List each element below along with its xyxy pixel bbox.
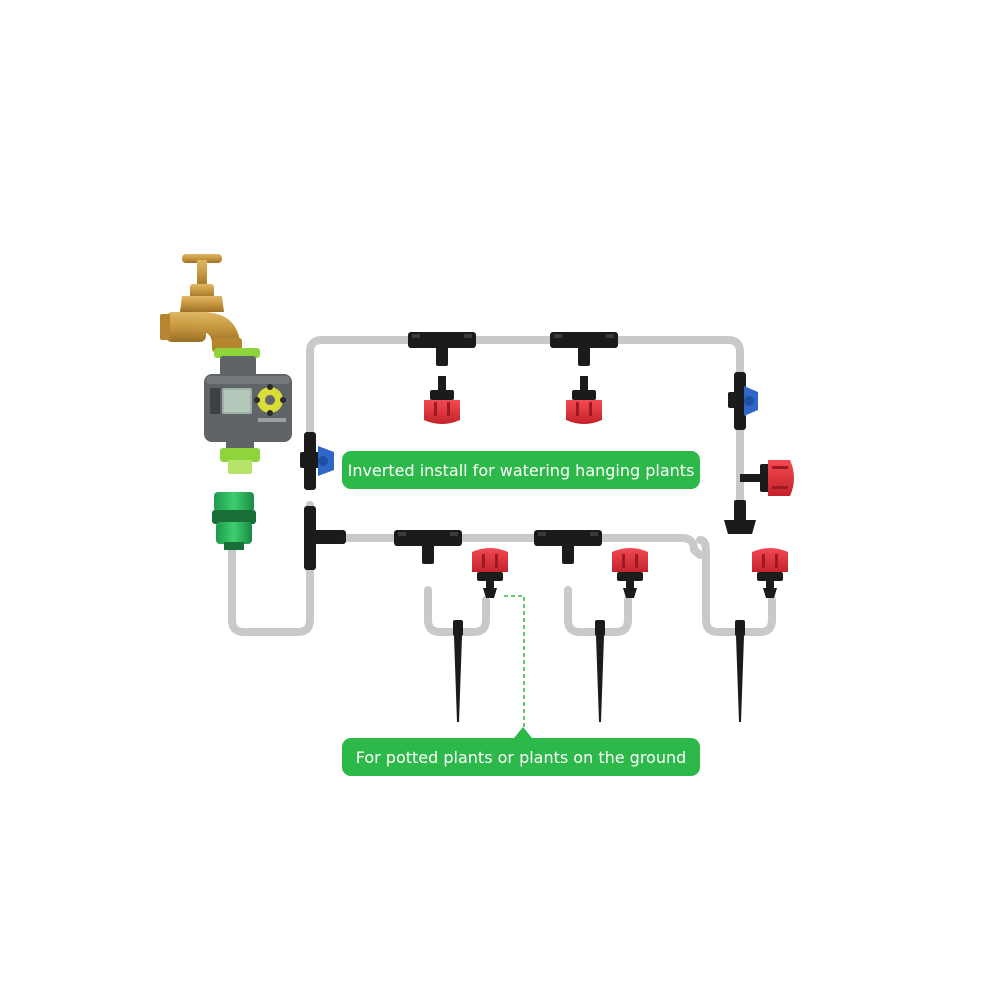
tee-connector-icon	[550, 332, 618, 366]
ground-stake-icon	[453, 620, 463, 722]
callout-ground-plants: For potted plants or plants on the groun…	[342, 738, 700, 776]
callout-hanging-plants-text: Inverted install for watering hanging pl…	[347, 460, 695, 480]
valve-icon	[728, 372, 758, 430]
dripper-icon	[740, 460, 794, 496]
callout-ground-plants-text: For potted plants or plants on the groun…	[355, 747, 687, 767]
leader-line	[504, 595, 525, 727]
dripper-icon	[424, 376, 460, 424]
tee-connector-icon	[304, 506, 346, 570]
water-timer-icon	[204, 348, 292, 474]
tee-connector-icon	[300, 432, 322, 490]
valve-icon	[318, 446, 334, 476]
ground-stake-icon	[595, 620, 605, 722]
tee-connector-icon	[408, 332, 476, 366]
dripper-icon	[752, 548, 788, 598]
end-plug-icon	[724, 500, 756, 534]
ground-stake-icon	[735, 620, 745, 722]
quick-connector-icon	[212, 492, 256, 550]
callout-hanging-plants: Inverted install for watering hanging pl…	[342, 451, 700, 489]
tee-connector-icon	[394, 530, 462, 564]
callout-pointer	[514, 727, 532, 738]
dripper-icon	[612, 548, 648, 598]
brass-faucet-icon	[160, 254, 242, 352]
dripper-icon	[566, 376, 602, 424]
dripper-icon	[472, 548, 508, 598]
tee-connector-icon	[534, 530, 602, 564]
